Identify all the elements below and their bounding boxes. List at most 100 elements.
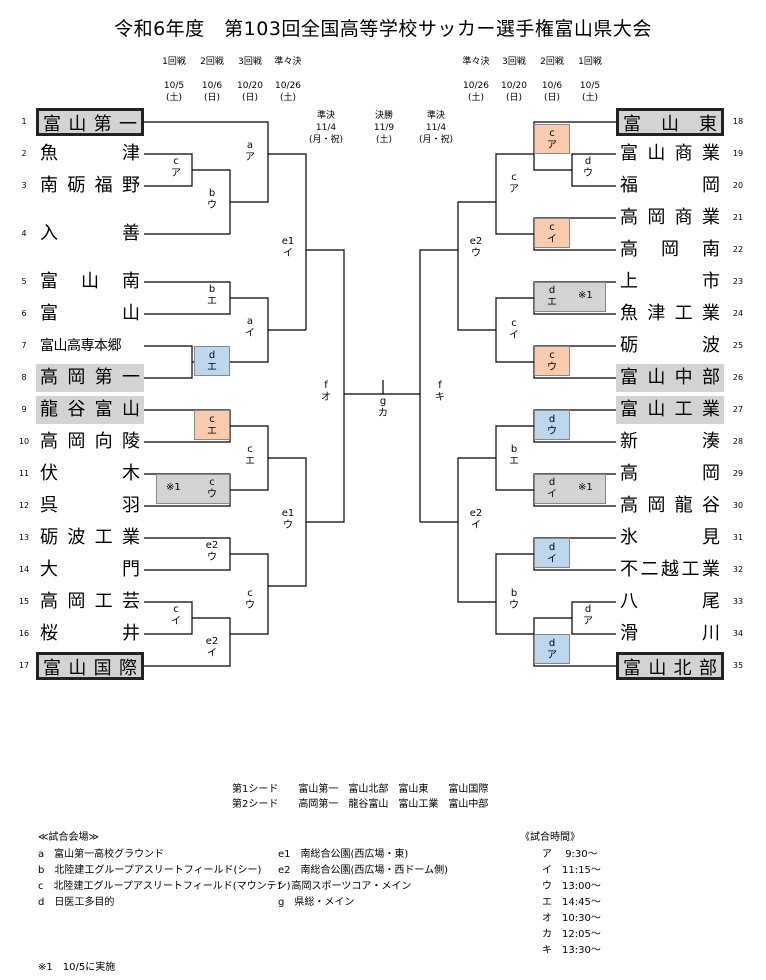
- team-left: 魚津: [40, 143, 140, 164]
- match-box: d ア: [534, 634, 570, 664]
- match-label: c ア: [171, 156, 181, 179]
- seed-row-1: 第1シード 富山第一 富山北部 富山東 富山国際: [232, 784, 489, 795]
- match-label: c ウ: [245, 588, 255, 611]
- team-number: 20: [732, 181, 744, 190]
- venue-item: d 日医工多目的: [38, 897, 115, 908]
- note-mark: ※1: [578, 290, 593, 301]
- team-right: 富山商業: [620, 143, 720, 164]
- match-label: a ア: [245, 140, 255, 163]
- match-box: d イ: [534, 538, 570, 568]
- team-right: 氷見: [620, 527, 720, 548]
- team-number: 26: [732, 373, 744, 382]
- team-right: 高岡南: [620, 239, 720, 260]
- team-left: 高岡工芸: [40, 591, 140, 612]
- team-number: 25: [732, 341, 744, 350]
- team-right: 八尾: [620, 591, 720, 612]
- team-number: 8: [21, 373, 27, 382]
- team-right: 高岡: [620, 463, 720, 484]
- page-title: 令和6年度 第103回全国高等学校サッカー選手権富山県大会: [114, 18, 652, 40]
- team-number: 28: [732, 437, 744, 446]
- team-number: 15: [18, 597, 30, 606]
- venue-item: e2 南総合公園(西広場・西ドーム側): [278, 865, 449, 876]
- match-label: e1 イ: [281, 236, 295, 259]
- team-number: 11: [18, 469, 30, 478]
- match-box: c ウ: [534, 346, 570, 376]
- team-right: 福岡: [620, 175, 720, 196]
- team-right: 富山北部: [616, 652, 724, 680]
- team-left: 入善: [40, 223, 140, 244]
- team-left: 桜井: [40, 623, 140, 644]
- team-left: 富山: [40, 303, 140, 324]
- team-number: 29: [732, 469, 744, 478]
- team-number: 6: [21, 309, 27, 318]
- time-item: オ 10:30～: [542, 913, 601, 924]
- team-number: 34: [732, 629, 744, 638]
- team-number: 22: [732, 245, 744, 254]
- team-number: 14: [18, 565, 30, 574]
- team-number: 1: [21, 117, 27, 126]
- team-number: 23: [732, 277, 744, 286]
- team-number: 27: [732, 405, 744, 414]
- match-label: b エ: [207, 284, 217, 307]
- venue-item: e1 南総合公園(西広場・東): [278, 849, 409, 860]
- team-right: 高岡龍谷: [620, 495, 720, 516]
- times-title: 《試合時間》: [520, 832, 580, 843]
- note-mark: ※1: [166, 482, 181, 493]
- match-label: c ア: [509, 172, 519, 195]
- match-label: d ウ: [583, 156, 593, 179]
- team-left: 伏木: [40, 463, 140, 484]
- team-number: 9: [21, 405, 27, 414]
- match-label: e1 ウ: [281, 508, 295, 531]
- team-number: 31: [732, 533, 744, 542]
- venue-item: f 高岡スポーツコア・メイン: [278, 881, 412, 892]
- time-item: ウ 13:00～: [542, 881, 601, 892]
- team-right: 富山工業: [616, 396, 724, 424]
- match-label: b ウ: [509, 588, 519, 611]
- match-label: f オ: [321, 380, 331, 403]
- team-left: 砺波工業: [40, 527, 140, 548]
- match-label: d エ: [547, 285, 557, 308]
- footnote: ※1 10/5に実施: [38, 962, 116, 973]
- team-left: 高岡向陵: [40, 431, 140, 452]
- match-label: c イ: [509, 318, 519, 341]
- match-label: a イ: [245, 316, 255, 339]
- match-label: c ウ: [207, 477, 217, 500]
- venue-item: b 北陸建工グループアスリートフィールド(シー): [38, 865, 262, 876]
- team-left: 富山国際: [36, 652, 144, 680]
- team-number: 12: [18, 501, 30, 510]
- team-left: 富山高専本郷: [40, 338, 122, 354]
- match-label: d イ: [547, 477, 557, 500]
- match-box: c エ: [194, 410, 230, 440]
- team-left: 龍谷富山: [36, 396, 144, 424]
- team-left: 南砺福野: [40, 175, 140, 196]
- match-label: e2 イ: [205, 636, 219, 659]
- time-item: カ 12:05～: [542, 929, 601, 940]
- team-number: 32: [732, 565, 744, 574]
- team-number: 35: [732, 661, 744, 670]
- team-number: 33: [732, 597, 744, 606]
- team-number: 3: [21, 181, 27, 190]
- match-label: b エ: [509, 444, 519, 467]
- team-right: 上市: [620, 271, 720, 292]
- team-right: 魚津工業: [620, 303, 720, 324]
- time-item: エ 14:45～: [542, 897, 601, 908]
- team-number: 18: [732, 117, 744, 126]
- team-right: 滑川: [620, 623, 720, 644]
- team-number: 24: [732, 309, 744, 318]
- match-box: d ウ: [534, 410, 570, 440]
- match-label-final: g カ: [378, 396, 388, 419]
- time-item: イ 11:15～: [542, 865, 601, 876]
- venues-title: ≪試合会場≫: [38, 832, 99, 843]
- team-number: 16: [18, 629, 30, 638]
- team-number: 7: [21, 341, 27, 350]
- team-number: 13: [18, 533, 30, 542]
- venue-item: a 富山第一高校グラウンド: [38, 849, 165, 860]
